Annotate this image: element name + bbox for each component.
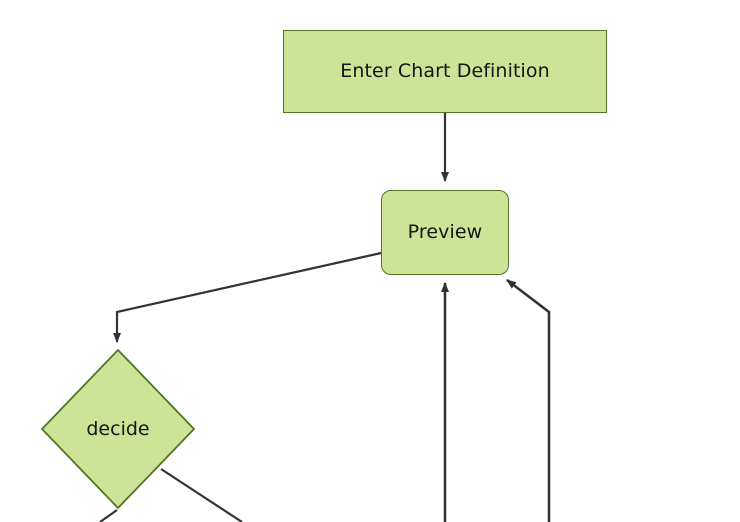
node-decide[interactable]: decide <box>40 348 196 510</box>
node-preview[interactable]: Preview <box>381 190 509 275</box>
edge-decide-bottom-right <box>160 468 243 522</box>
edge-preview-to-decide <box>113 251 382 343</box>
edge-bottom-right-to-preview <box>506 278 551 522</box>
edge-decide-bottom-left <box>99 509 118 522</box>
decide-diamond-shape <box>40 348 196 510</box>
node-enter-chart-definition[interactable]: Enter Chart Definition <box>283 30 607 113</box>
node-label-preview: Preview <box>407 221 483 243</box>
node-label-enter-chart-definition: Enter Chart Definition <box>340 60 550 82</box>
